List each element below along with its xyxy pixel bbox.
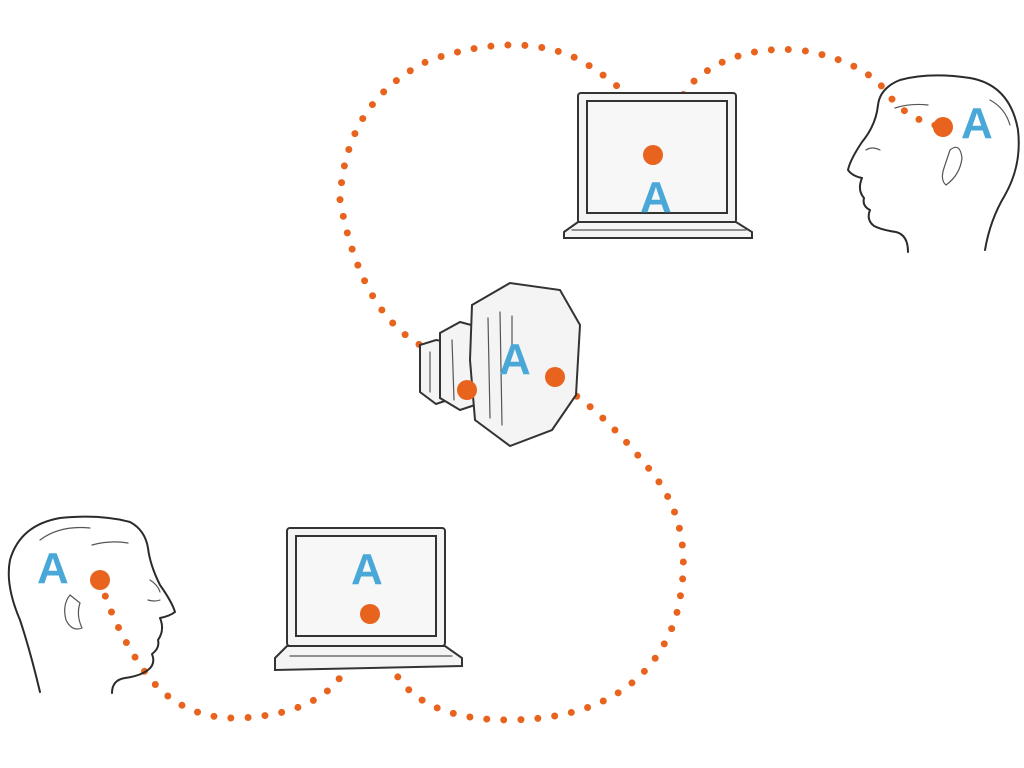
left-head-dot [90,570,110,590]
person-left-label: A [37,544,69,593]
letter-labels: A A A A A [37,99,993,594]
endpoint-dots [90,117,953,624]
person-head-left-icon [7,515,176,694]
server-dot-left [457,380,477,400]
server-label: A [499,335,531,384]
left-laptop-dot [360,604,380,624]
person-right-label: A [961,99,993,148]
laptop-left-label: A [351,545,383,594]
person-head-right-icon [847,74,1020,253]
right-laptop-dot [643,145,663,165]
laptop-right-label: A [640,173,672,222]
right-head-dot [933,117,953,137]
server-dot-right [545,367,565,387]
server-device-icon [419,281,582,448]
